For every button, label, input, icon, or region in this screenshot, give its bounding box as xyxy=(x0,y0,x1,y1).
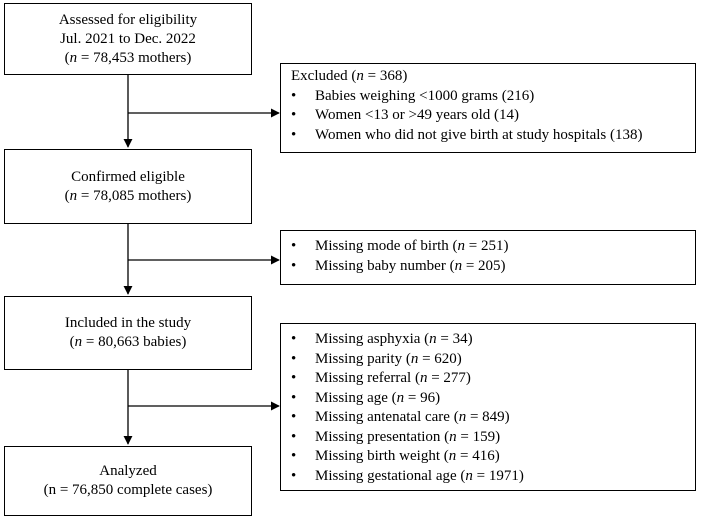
missing-data-item: Missing age (n = 96) xyxy=(289,389,687,409)
excluded-item: Women <13 or >49 years old (14) xyxy=(289,106,687,126)
confirmed-box: Confirmed eligible (n = 78,085 mothers) xyxy=(4,149,252,224)
missing-data-item: Missing presentation (n = 159) xyxy=(289,428,687,448)
included-line1: Included in the study xyxy=(64,315,192,331)
excluded-item: Babies weighing <1000 grams (216) xyxy=(289,87,687,107)
excluded-item: Women who did not give birth at study ho… xyxy=(289,126,687,146)
missing-data-item: Missing antenatal care (n = 849) xyxy=(289,408,687,428)
missing-data-item: Missing birth weight (n = 416) xyxy=(289,447,687,467)
excluded-box: Excluded (n = 368) Babies weighing <1000… xyxy=(280,63,696,153)
missing-data-item: Missing referral (n = 277) xyxy=(289,369,687,389)
missing-birth-item: Missing mode of birth (n = 251) xyxy=(289,237,687,257)
missing-birth-item: Missing baby number (n = 205) xyxy=(289,257,687,277)
assessed-line2: Jul. 2021 to Dec. 2022 xyxy=(60,30,196,47)
missing-birth-box: Missing mode of birth (n = 251) Missing … xyxy=(280,230,696,285)
missing-data-item: Missing parity (n = 620) xyxy=(289,350,687,370)
confirmed-count: (n = 78,085 mothers) xyxy=(64,187,192,204)
analyzed-count: (n = 76,850 complete cases) xyxy=(43,482,213,498)
included-box: Included in the study (n = 80,663 babies… xyxy=(4,296,252,370)
assessed-line1: Assessed for eligibility xyxy=(58,11,198,28)
missing-data-item: Missing asphyxia (n = 34) xyxy=(289,330,687,350)
analyzed-box: Analyzed (n = 76,850 complete cases) xyxy=(4,446,252,516)
confirmed-line1: Confirmed eligible xyxy=(71,168,185,185)
assessed-box: Assessed for eligibility Jul. 2021 to De… xyxy=(4,3,252,75)
included-count: (n = 80,663 babies) xyxy=(69,334,187,350)
analyzed-line1: Analyzed xyxy=(99,463,157,479)
assessed-count: (n = 78,453 mothers) xyxy=(64,49,192,66)
excluded-title: Excluded (n = 368) xyxy=(291,68,408,84)
missing-data-box: Missing asphyxia (n = 34) Missing parity… xyxy=(280,323,696,491)
missing-data-item: Missing gestational age (n = 1971) xyxy=(289,467,687,487)
